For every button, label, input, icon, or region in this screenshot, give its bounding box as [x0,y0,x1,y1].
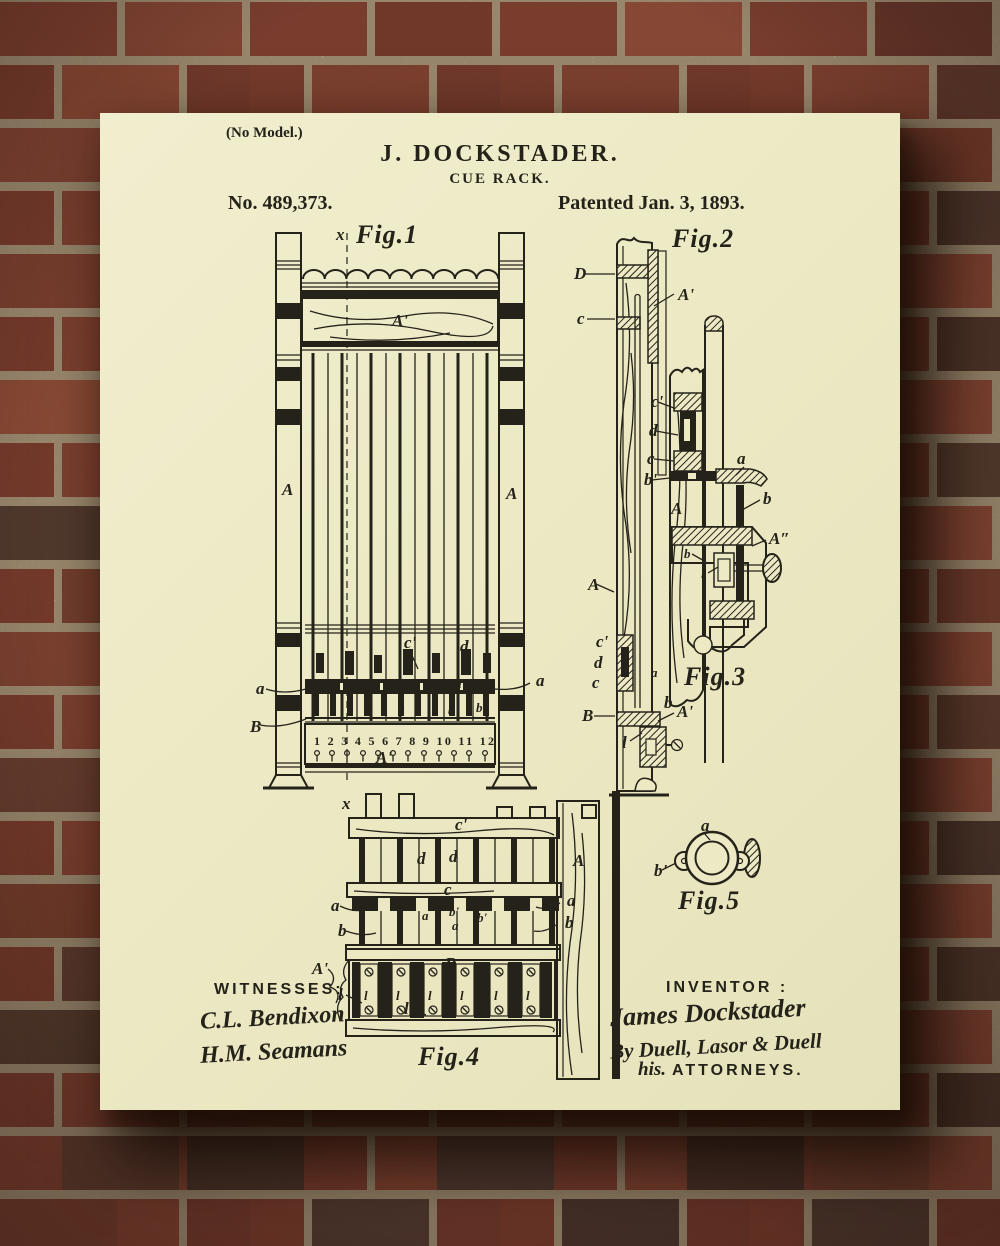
figure-reference-letter: A' [676,702,693,721]
invention-title: CUE RACK. [449,171,551,187]
his-label: his. [638,1059,666,1080]
latch-cell-frames [359,963,541,1017]
fig5-caption: Fig.5 [677,886,740,915]
figure-reference-letter: b' [477,910,488,925]
figure-reference-letter: A [281,480,293,499]
figure-reference-letter: d [649,421,658,440]
fig5-labels: a b' [654,816,710,880]
patent-number: No. 489,373. [228,192,333,214]
figure-reference-letter: b [763,489,772,508]
figure-reference-letter: c [401,674,407,689]
figure-reference-letter: d [594,653,603,672]
figure-reference-letter: c [647,449,655,468]
figure-reference-letter: c' [651,392,664,411]
inventor-name-heading: J. DOCKSTADER. [380,141,620,167]
figure-reference-letter: a [567,891,576,910]
attorneys-label: ATTORNEYS. [672,1062,804,1079]
figure-reference-letter: A' [391,311,408,330]
figure-reference-letter: c' [455,815,468,834]
figure-reference-letter: c' [404,633,417,652]
figure-reference-letter: l [494,988,498,1003]
figure-reference-letter: B [249,717,261,736]
figure-reference-letter: b [398,700,405,715]
witnesses-heading: WITNESSES: [214,981,344,998]
figure-reference-letter: x [335,225,345,244]
figure-reference-letter: A' [677,285,694,304]
figure-reference-letter: b [448,702,455,717]
figure-reference-letter: a [737,449,746,468]
figure-reference-letter: d [417,849,426,868]
figure-reference-letter: b' [449,904,460,919]
figure-reference-letter: l [622,733,627,752]
fig5-ring-clamp: Fig.5 a b' [654,816,761,915]
figure-reference-letter: b [338,921,347,940]
figure-reference-letter: c [444,880,452,899]
figure-reference-letter: A' [375,748,392,767]
patent-date: Patented Jan. 3, 1893. [558,192,745,214]
inventor-heading: INVENTOR : [666,979,789,996]
figure-reference-letter: l [338,985,343,1004]
patent-print: (No Model.) J. DOCKSTADER. CUE RACK. No.… [100,113,900,1110]
fig1-caption: Fig.1 [355,220,418,249]
fig2-caption: Fig.2 [671,224,734,253]
cue-position-numbers: 1 2 3 4 5 6 7 8 9 10 11 12 [314,734,494,748]
figure-reference-letter: d [460,637,469,656]
figure-reference-letter: c [577,309,585,328]
figure-reference-letter: l [526,988,530,1003]
figure-reference-letter: a [256,679,265,698]
figure-reference-letter: l [701,563,706,582]
figure-reference-letter: A' [311,959,328,978]
figure-reference-letter: a [422,908,429,923]
figure-reference-letter: x [341,794,351,813]
figure-reference-letter: D [573,264,586,283]
figure-reference-letter: b' [654,861,668,880]
figure-reference-letter: c' [596,632,609,651]
figure-reference-letter: a [701,816,710,835]
figure-reference-letter: b [664,693,673,712]
figure-reference-letter: l [396,988,400,1003]
patent-drawing: 1 2 3 4 5 6 7 8 9 10 11 12 Fig.1 xA'AAc'… [249,220,790,1080]
figure-reference-letter: l [428,988,432,1003]
figure-reference-letter: a [331,896,340,915]
fig4-caption: Fig.4 [417,1042,480,1071]
figure-reference-letter: b' [644,470,658,489]
figure-reference-letter: A [572,851,584,870]
fig3-caption: Fig.3 [683,662,746,691]
no-model-note: (No Model.) [226,125,303,141]
figure-reference-letter: c [592,673,600,692]
figure-reference-letter: A [505,484,517,503]
figure-reference-letter: B [581,706,593,725]
figure-reference-letter: a [455,676,462,691]
figure-reference-letter: l [364,988,368,1003]
figure-reference-letter: b [476,700,483,715]
figure-reference-letter: a [536,671,545,690]
figure-reference-letter: l [460,988,464,1003]
figure-reference-letter: d [449,847,458,866]
latch-screws [364,967,536,1015]
figure-reference-letter: a [651,665,658,680]
figure-reference-letter: b [565,913,574,932]
figure-reference-letter: b [684,546,691,561]
figure-reference-letter: A [587,575,599,594]
figure-reference-letter: B [444,954,456,973]
figure-reference-letter: A [670,499,682,518]
attorneys-line: his. ATTORNEYS. [638,1059,804,1081]
figure-reference-letter: A″ [768,529,790,548]
figure-reference-letter: l [404,999,409,1018]
figure-reference-letter: a [452,918,459,933]
